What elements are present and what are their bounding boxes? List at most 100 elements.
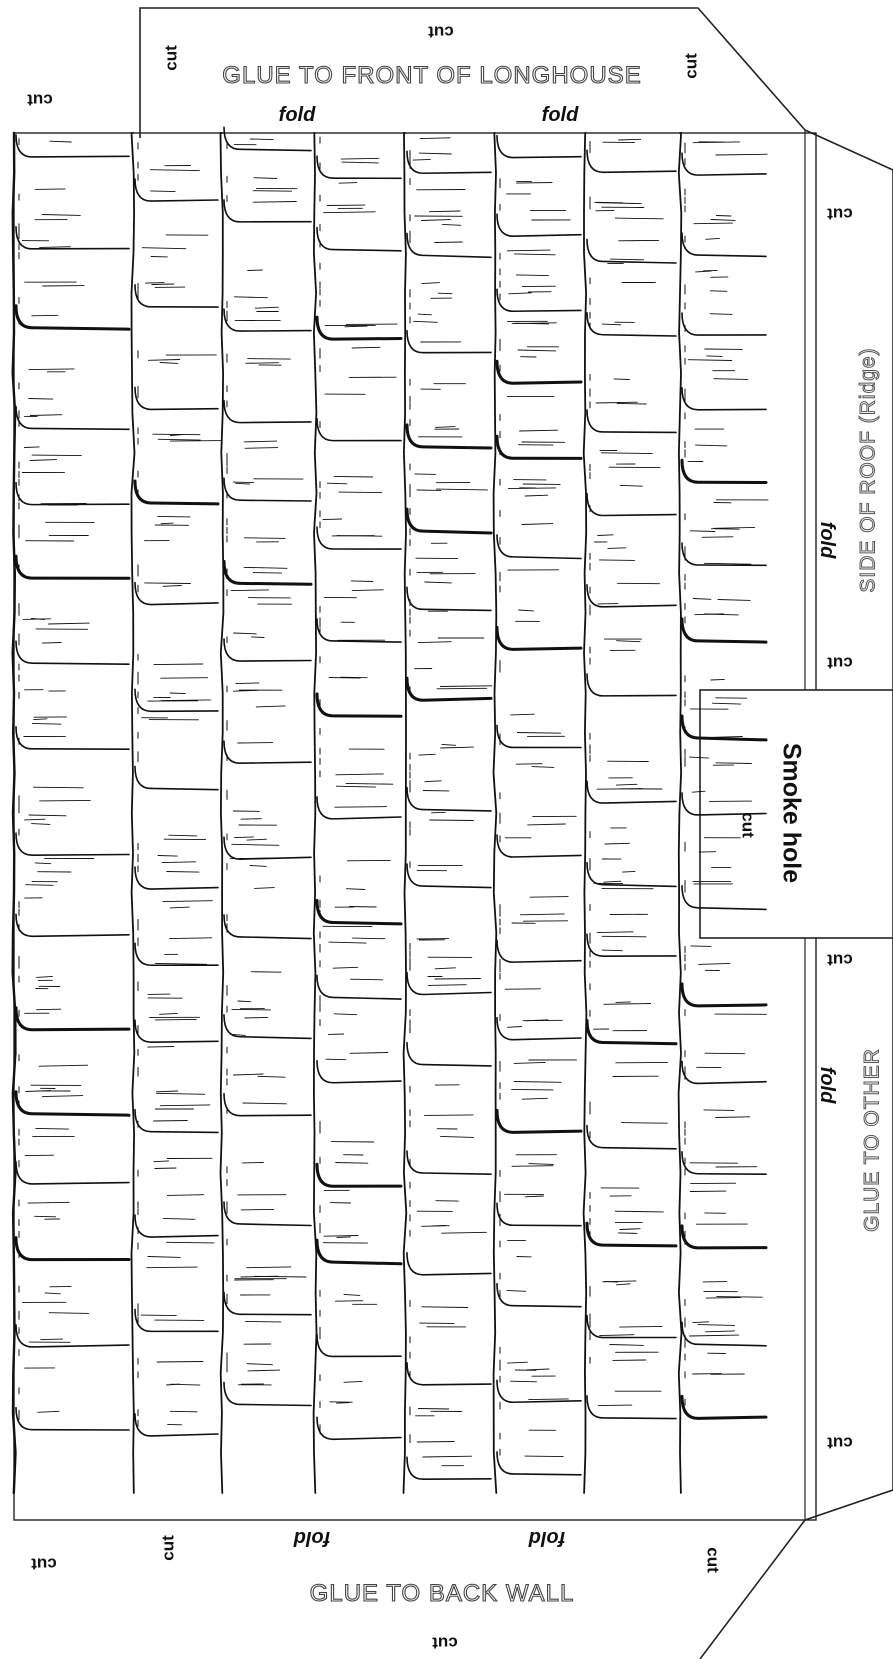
bark-texture-stroke <box>344 325 368 328</box>
bark-texture-stroke <box>155 1092 206 1095</box>
shingle-edge <box>406 1150 492 1175</box>
bark-texture-stroke <box>24 818 46 821</box>
bark-texture-stroke <box>333 475 374 478</box>
bark-texture-stroke <box>232 1033 246 1036</box>
bark-texture-stroke <box>521 1097 548 1100</box>
bark-texture-stroke <box>717 599 751 601</box>
smoke-hole-label: Smoke hole <box>777 742 806 884</box>
shingle-edge <box>134 866 219 890</box>
cut-label-top-left: cut <box>161 45 181 71</box>
shingle-edge <box>406 863 492 889</box>
bark-texture-stroke <box>28 398 54 400</box>
bark-texture-stroke <box>154 1167 177 1169</box>
bark-texture-stroke <box>49 140 72 143</box>
bark-texture-stroke <box>431 811 446 814</box>
bark-texture-stroke <box>434 967 456 970</box>
fold-label-top-2: fold <box>541 104 579 126</box>
bark-texture-stroke <box>414 473 436 475</box>
bark-texture-stroke <box>349 1052 389 1054</box>
bark-texture-stroke <box>29 414 63 416</box>
bark-texture-stroke <box>607 547 627 549</box>
bark-texture-stroke <box>162 585 182 587</box>
bark-texture-stroke <box>254 306 279 309</box>
bark-texture-stroke <box>160 699 211 702</box>
bark-texture-stroke <box>692 1321 710 1324</box>
shingle-column-line <box>582 132 588 1494</box>
cut-label-right-3: cut <box>827 950 853 970</box>
bark-texture-stroke <box>424 1114 474 1116</box>
bark-texture-stroke <box>716 1296 763 1298</box>
bark-texture-stroke <box>418 753 436 756</box>
bark-texture-stroke <box>29 459 57 461</box>
glue-to-other-label: GLUE TO OTHER <box>860 1048 884 1233</box>
bark-texture-stroke <box>232 481 254 484</box>
bark-texture-stroke <box>440 1135 475 1138</box>
shingle-edge <box>406 150 492 175</box>
shingle-column-line <box>130 132 136 1494</box>
bark-texture-stroke <box>513 253 556 256</box>
bark-texture-stroke <box>709 290 728 292</box>
bark-texture-stroke <box>705 1297 741 1299</box>
shingle-column-line <box>677 132 683 1494</box>
shingle-edge <box>316 1059 402 1084</box>
bark-texture-stroke <box>417 313 432 316</box>
shingle-edge <box>15 481 130 506</box>
bark-texture-stroke <box>692 598 712 600</box>
shingle-edge <box>405 423 493 450</box>
bark-texture-stroke <box>695 444 728 447</box>
bark-texture-stroke <box>713 378 749 380</box>
bark-texture-stroke <box>159 362 179 364</box>
bark-texture-stroke <box>323 1235 359 1237</box>
shingle-edge <box>495 434 583 460</box>
bark-texture-stroke <box>244 447 279 449</box>
bark-texture-stroke <box>435 426 456 428</box>
shingle-edge <box>15 832 130 856</box>
shingle-edge <box>316 226 402 252</box>
bark-texture-stroke <box>152 433 201 436</box>
bark-texture-stroke <box>254 887 275 889</box>
bark-texture-stroke <box>38 1064 89 1067</box>
bark-texture-stroke <box>599 1334 635 1337</box>
shingle-edge <box>681 386 767 411</box>
shingle-edge <box>681 232 767 258</box>
bark-texture-stroke <box>705 1330 735 1333</box>
shingle-edge <box>496 834 582 858</box>
bark-texture-stroke <box>420 219 451 221</box>
shingle-edge <box>223 1291 312 1316</box>
shingle-edge <box>315 315 403 341</box>
bark-texture-stroke <box>710 678 725 681</box>
shingle-edge <box>223 1013 312 1040</box>
bark-texture-stroke <box>515 274 549 277</box>
shingle-edge <box>680 458 768 484</box>
bark-texture-stroke <box>441 1231 487 1234</box>
bark-shingles <box>11 126 769 1495</box>
shingle-edge <box>223 477 312 502</box>
shingle-edge <box>586 238 677 264</box>
bark-texture-stroke <box>703 1109 735 1111</box>
bark-texture-stroke <box>704 1052 746 1055</box>
shingle-edge <box>223 740 312 764</box>
cut-label-bottom: cut <box>432 1633 458 1653</box>
bark-texture-stroke <box>709 313 733 315</box>
shingle-edge <box>134 688 219 713</box>
bark-texture-stroke <box>154 962 207 965</box>
shingle-edge <box>134 386 219 411</box>
bark-texture-stroke <box>48 1312 90 1314</box>
bark-texture-stroke <box>154 1018 197 1021</box>
bark-texture-stroke <box>332 966 359 969</box>
bark-texture-stroke <box>237 1000 252 1003</box>
bark-texture-stroke <box>689 530 716 532</box>
bark-texture-stroke <box>235 682 260 685</box>
shingle-edge <box>586 492 677 517</box>
bark-texture-stroke <box>528 1163 554 1165</box>
cut-label-lower-left: cut <box>31 1554 57 1574</box>
bark-texture-stroke <box>31 722 62 725</box>
bark-texture-stroke <box>41 214 81 216</box>
bark-texture-stroke <box>249 138 274 141</box>
bark-texture-stroke <box>240 1208 275 1211</box>
bark-texture-stroke <box>603 1003 652 1005</box>
bark-texture-stroke <box>442 223 462 226</box>
bark-texture-stroke <box>39 246 71 248</box>
shingle-edge <box>316 1416 402 1441</box>
bark-texture-stroke <box>161 861 197 864</box>
